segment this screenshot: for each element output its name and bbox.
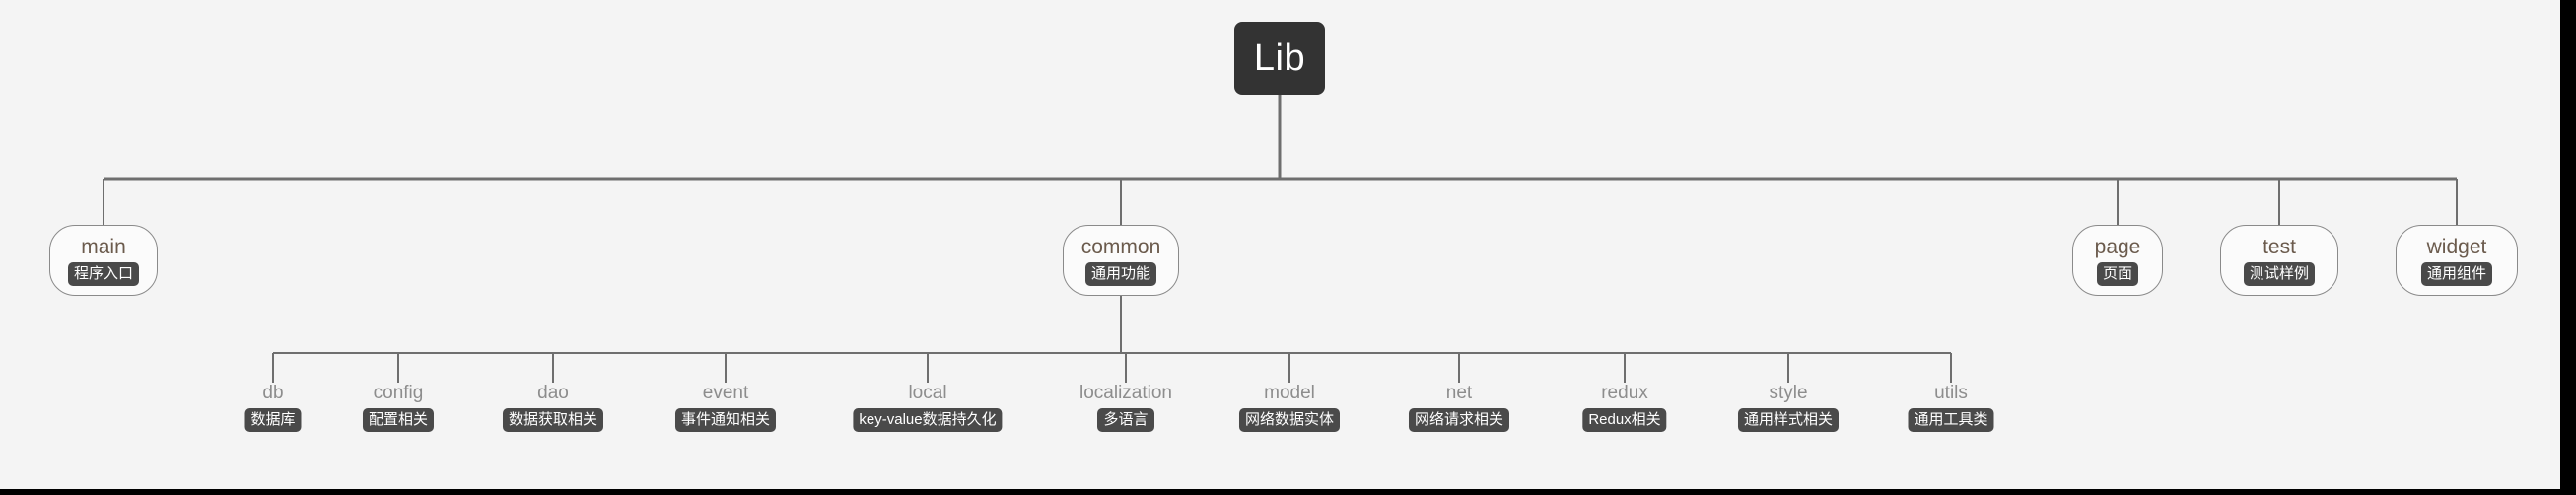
node-config-badge: 配置相关 [362,408,435,432]
node-style[interactable]: style 通用样式相关 [1737,383,1840,432]
node-widget[interactable]: widget 通用组件 [2396,225,2518,296]
node-model-label: model [1264,383,1315,403]
node-root-label: Lib [1253,36,1306,79]
node-page-badge: 页面 [2096,261,2138,286]
node-main-badge: 程序入口 [67,261,139,286]
node-utils-label: utils [1934,383,1968,403]
node-local-badge: key-value数据持久化 [853,408,1003,432]
node-common-label: common [1080,235,1161,258]
bottom-edge-strip [0,489,2576,495]
node-utils-badge: 通用工具类 [1908,408,1994,432]
node-common[interactable]: common 通用功能 [1063,225,1179,296]
node-config-label: config [373,383,424,403]
node-common-badge: 通用功能 [1084,261,1156,286]
node-localization-label: localization [1079,383,1172,403]
node-model[interactable]: model 网络数据实体 [1238,383,1341,432]
node-model-badge: 网络数据实体 [1238,408,1341,432]
node-page-label: page [2094,235,2141,258]
node-event-badge: 事件通知相关 [674,408,777,432]
node-main[interactable]: main 程序入口 [49,225,158,296]
node-localization-badge: 多语言 [1097,408,1154,432]
node-redux-label: redux [1601,383,1648,403]
node-local[interactable]: local key-value数据持久化 [853,383,1003,432]
node-redux[interactable]: redux Redux相关 [1582,383,1667,432]
node-test-label: test [2263,235,2296,258]
node-test[interactable]: test 测试样例 [2220,225,2338,296]
node-root-lib[interactable]: Lib [1234,22,1325,95]
node-main-label: main [81,235,126,258]
node-db-badge: 数据库 [244,408,302,432]
node-test-badge: 测试样例 [2243,261,2315,286]
node-dao-label: dao [537,383,569,403]
node-localization[interactable]: localization 多语言 [1079,383,1172,432]
node-dao-badge: 数据获取相关 [502,408,604,432]
node-event[interactable]: event 事件通知相关 [674,383,777,432]
node-style-label: style [1769,383,1808,403]
node-style-badge: 通用样式相关 [1737,408,1840,432]
node-config[interactable]: config 配置相关 [362,383,435,432]
node-net-badge: 网络请求相关 [1408,408,1510,432]
node-widget-badge: 通用组件 [2420,261,2492,286]
node-event-label: event [702,383,749,403]
node-redux-badge: Redux相关 [1582,408,1667,432]
node-net-label: net [1445,383,1473,403]
node-page[interactable]: page 页面 [2072,225,2163,296]
node-local-label: local [908,383,947,403]
right-edge-strip [2560,0,2576,495]
node-utils[interactable]: utils 通用工具类 [1908,383,1994,432]
node-db-label: db [262,383,284,403]
node-widget-label: widget [2426,235,2487,258]
node-net[interactable]: net 网络请求相关 [1408,383,1510,432]
node-db[interactable]: db 数据库 [244,383,302,432]
node-dao[interactable]: dao 数据获取相关 [502,383,604,432]
